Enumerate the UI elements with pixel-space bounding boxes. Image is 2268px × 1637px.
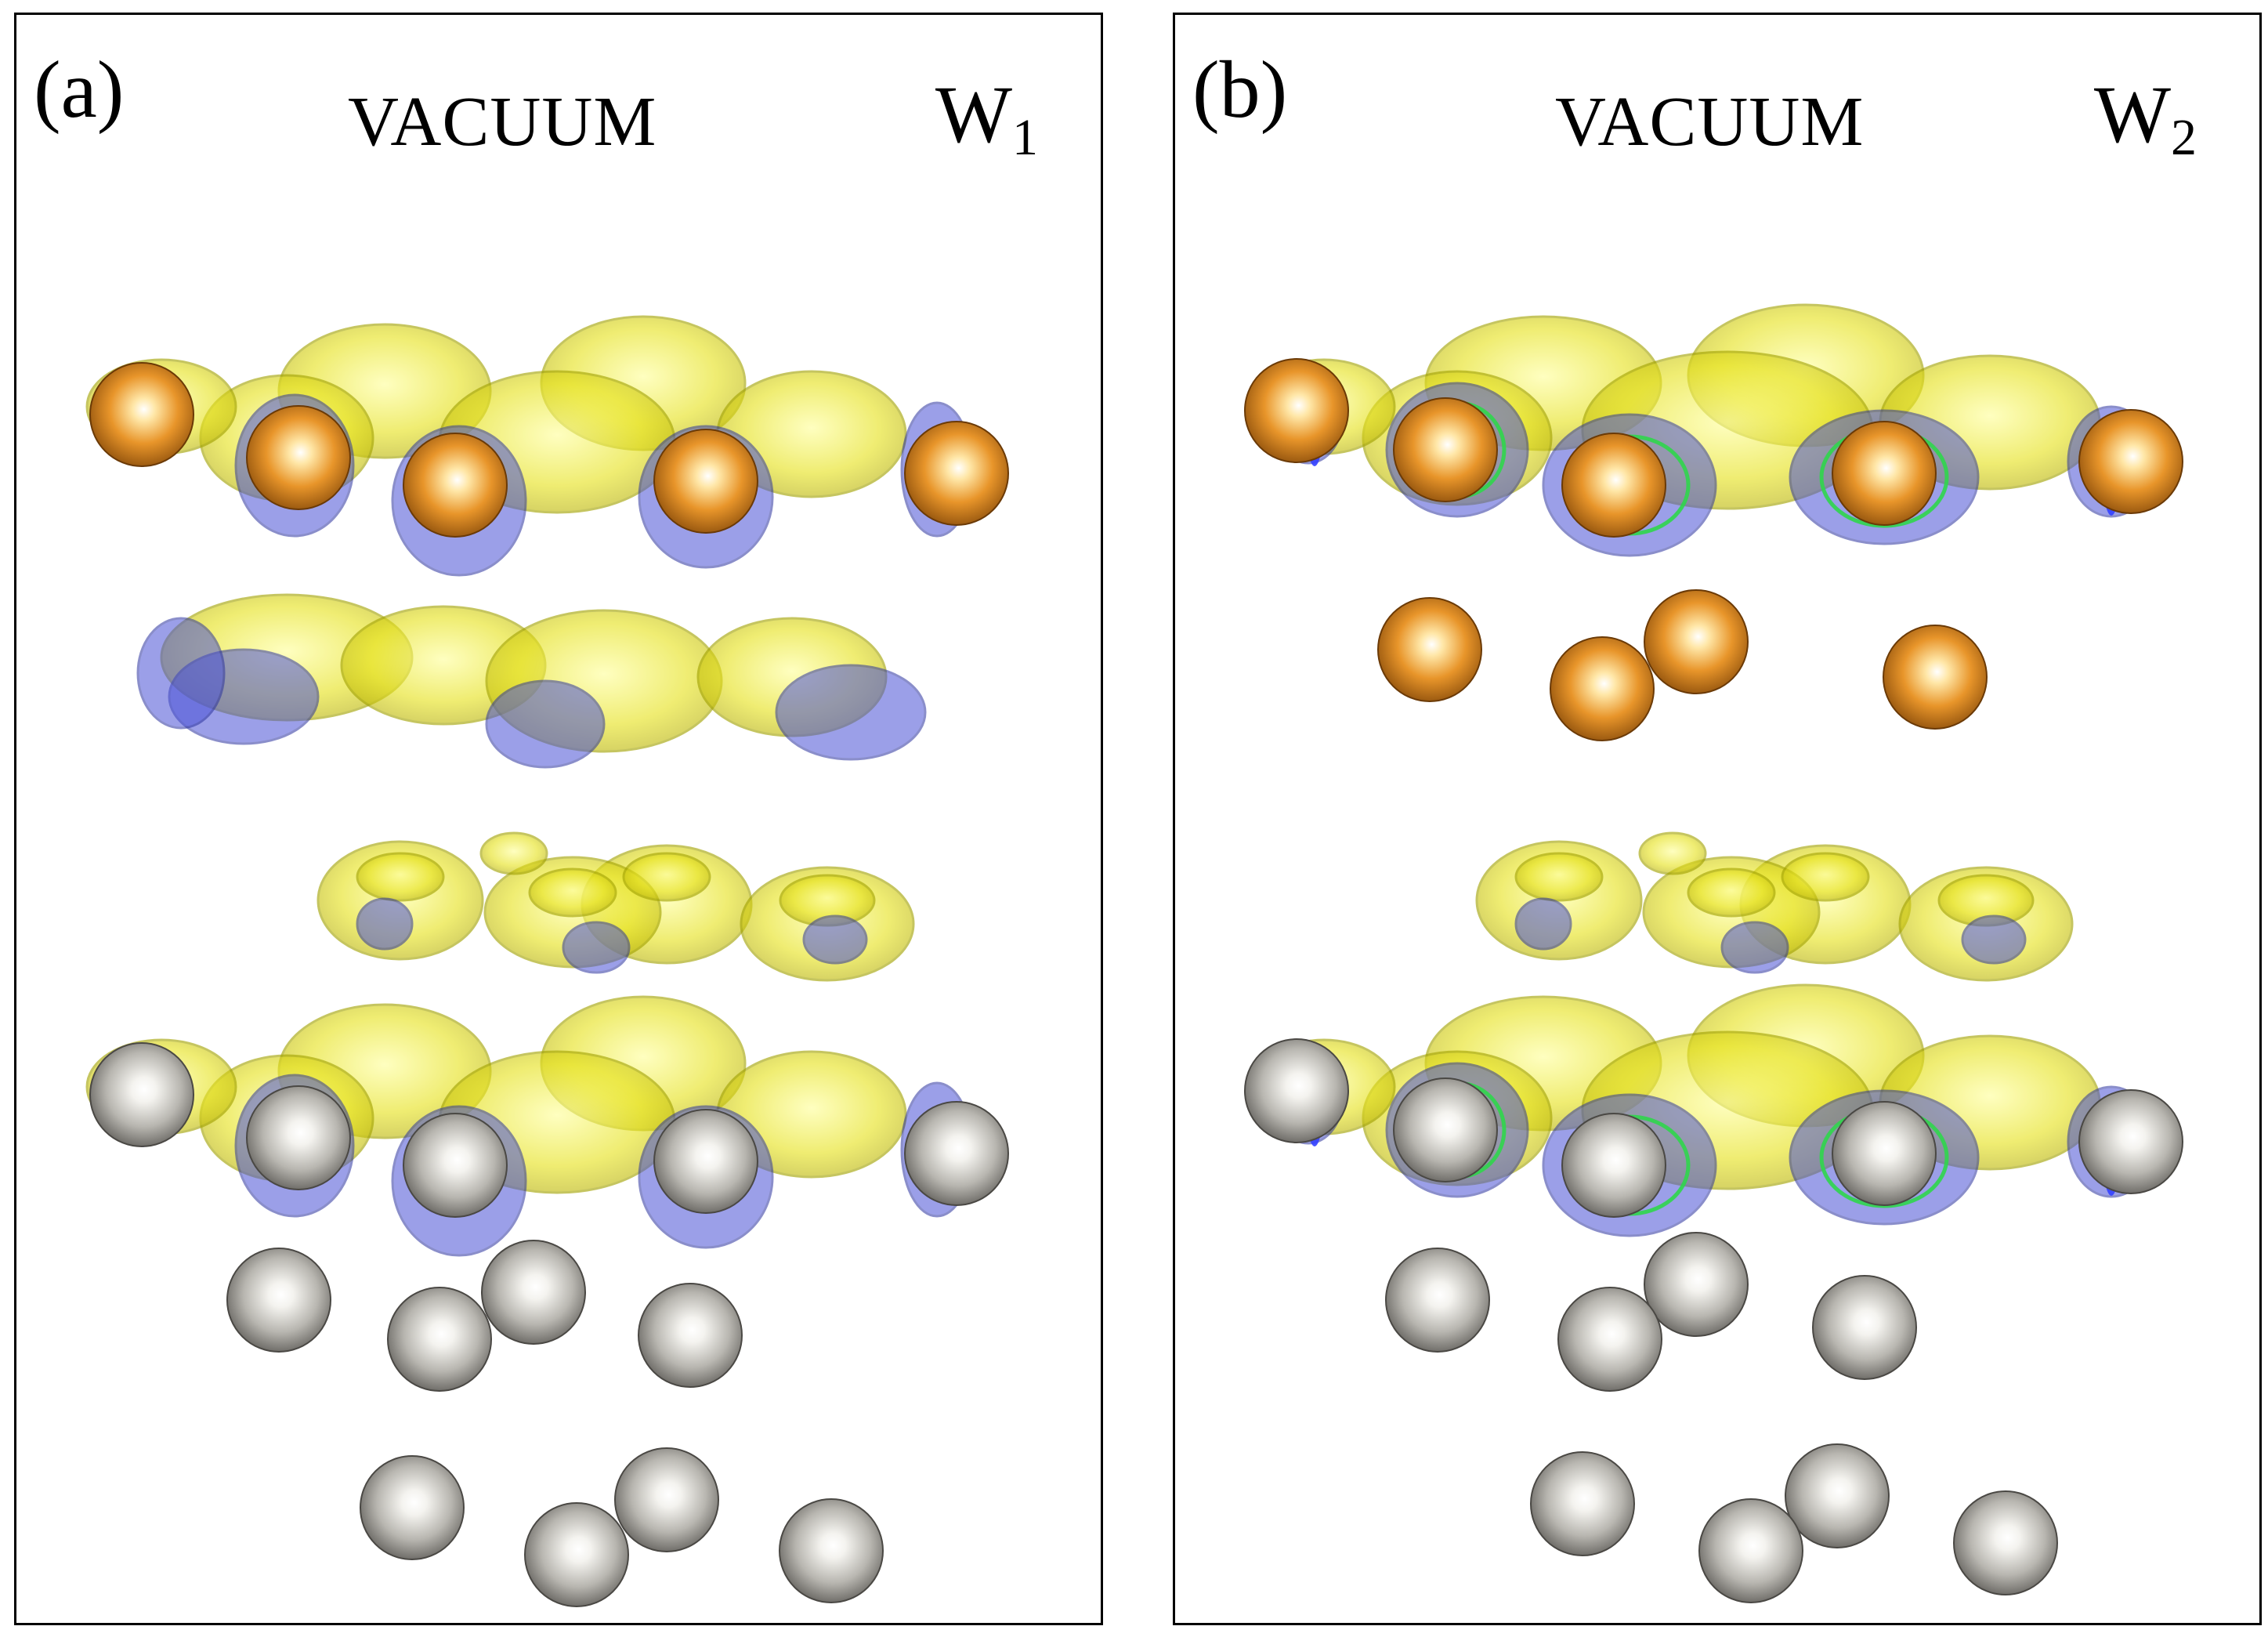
atom-upper (1550, 636, 1655, 741)
atom-lower (1785, 1443, 1890, 1548)
atom-lower (1561, 1113, 1666, 1218)
isosurface-positive (479, 831, 548, 875)
atom-upper (1244, 358, 1349, 463)
atom-lower (614, 1447, 719, 1552)
atom-lower (638, 1283, 743, 1388)
panel-a: (a) VACUUM W1 (14, 13, 1103, 1625)
atom-lower (1698, 1498, 1803, 1603)
isosurface-negative (1961, 914, 2027, 965)
atom-upper (246, 405, 351, 510)
isosurface-positive (1638, 831, 1707, 875)
isosurface-negative (356, 897, 414, 951)
isosurface-negative (136, 617, 226, 730)
atom-lower (1953, 1490, 2058, 1595)
atom-upper (1883, 625, 1988, 730)
atom-upper (1832, 421, 1937, 526)
atom-upper (2078, 409, 2183, 514)
atom-lower (481, 1240, 586, 1345)
isosurface-negative (1514, 897, 1572, 951)
isosurface-positive (1514, 852, 1604, 902)
atom-upper (1561, 433, 1666, 538)
isosurface-positive (356, 852, 445, 902)
isosurface-negative (562, 921, 631, 974)
vacuum-label: VACUUM (348, 83, 657, 161)
atom-lower (779, 1498, 884, 1603)
atom-upper (403, 433, 508, 538)
atom-lower (1557, 1287, 1662, 1392)
structure-view-a (85, 315, 1009, 1607)
atom-lower (1812, 1275, 1917, 1380)
atom-upper (1644, 589, 1749, 694)
atom-lower (1644, 1232, 1749, 1337)
atom-lower (524, 1502, 629, 1607)
isosurface-negative (775, 664, 927, 761)
atom-upper (904, 421, 1009, 526)
isosurface-positive (1687, 867, 1776, 918)
atom-lower (1393, 1077, 1498, 1182)
isosurface-positive (528, 867, 617, 918)
atom-lower (1244, 1038, 1349, 1143)
isosurface-negative (1720, 921, 1789, 974)
atom-lower (403, 1113, 508, 1218)
atom-lower (1385, 1248, 1490, 1353)
structure-view-b (1244, 303, 2183, 1603)
atom-lower (904, 1101, 1009, 1206)
panel-label: (b) (1192, 45, 1288, 135)
atom-lower (89, 1042, 194, 1147)
vacuum-label: VACUUM (1555, 83, 1865, 161)
atom-upper (653, 429, 758, 534)
atom-lower (246, 1085, 351, 1190)
atom-upper (1377, 597, 1482, 702)
isosurface-positive (1781, 852, 1870, 902)
atom-upper (1393, 397, 1498, 502)
isosurface-negative (802, 914, 868, 965)
state-label: W2 (2093, 70, 2197, 166)
atom-lower (387, 1287, 492, 1392)
atom-lower (360, 1455, 465, 1560)
atom-upper (89, 362, 194, 467)
atom-lower (2078, 1089, 2183, 1194)
atom-lower (653, 1109, 758, 1214)
isosurface-positive (622, 852, 711, 902)
atom-lower (226, 1248, 331, 1353)
panel-label: (a) (34, 45, 125, 135)
atom-lower (1530, 1451, 1635, 1556)
isosurface-negative (485, 679, 606, 769)
state-label: W1 (935, 70, 1038, 166)
panel-b: (b) VACUUM W2 (1173, 13, 2262, 1625)
atom-lower (1832, 1101, 1937, 1206)
